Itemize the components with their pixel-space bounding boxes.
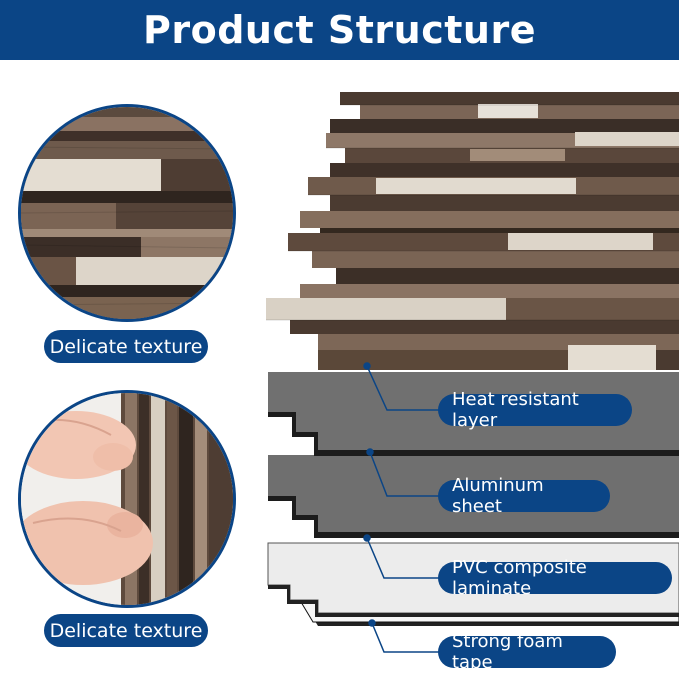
texture-label-bottom: Delicate texture	[44, 614, 208, 647]
callout-aluminum-sheet: Aluminum sheet	[438, 475, 610, 517]
leader-lines	[363, 362, 440, 653]
page-title: Product Structure	[143, 8, 536, 52]
texture-label-top: Delicate texture	[44, 330, 208, 363]
hand-holding-panel-image	[18, 390, 236, 608]
callout-heat-resistant-layer: Heat resistant layer	[438, 389, 632, 431]
texture-closeup-image	[18, 104, 236, 322]
wood-veneer-layer	[266, 92, 679, 370]
callout-strong-foam-tape: Strong foam tape	[438, 631, 616, 673]
header-banner: Product Structure	[0, 0, 679, 60]
callout-pvc-composite-laminate: PVC composite laminate	[438, 557, 672, 599]
